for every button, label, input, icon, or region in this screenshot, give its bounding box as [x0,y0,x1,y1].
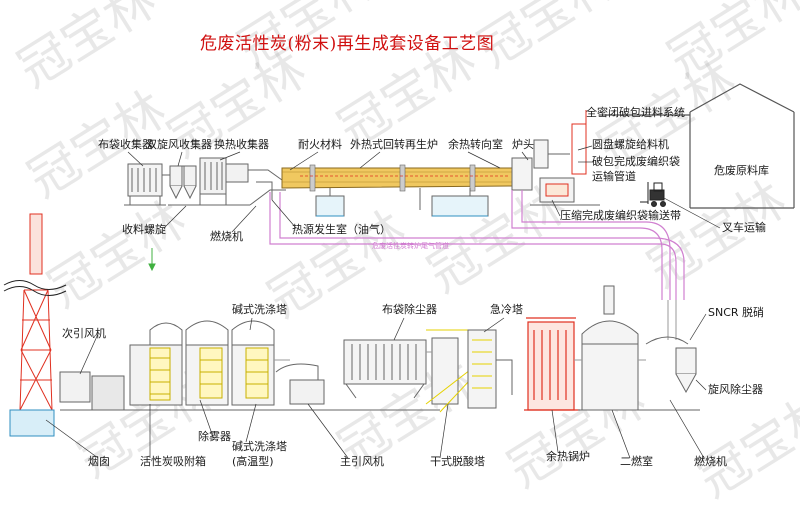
quench-tower [467,329,513,409]
label-refractory: 耐火材料 [298,138,342,151]
label-burner-lower: 燃烧机 [694,455,727,468]
kiln-supports [315,188,489,217]
label-forklift: 叉车运输 [722,221,766,234]
double-cyclone-unit [168,165,200,206]
label-demister: 除雾器 [198,430,231,443]
chimney [19,213,53,411]
rotary-kiln [281,164,515,192]
induced-fan-unit [59,371,130,411]
label-sncr: SNCR 脱硝 [708,306,765,319]
break-mark-icon [3,286,67,296]
label-burner-upper: 燃烧机 [210,230,243,243]
label-induced-fan: 次引风机 [62,327,106,340]
chimney-base [9,409,55,437]
cyclone-unit [640,336,700,411]
label-main-fan: 主引风机 [340,455,384,468]
label-heat-source-room: 热源发生室（油气） [292,223,391,236]
furnace-head-unit [511,110,600,206]
label-carbon-box: 活性炭吸附箱 [140,455,206,468]
label-bag-dust: 布袋除尘器 [382,303,437,316]
label-compress-conveyor: 压缩完成废编织袋输送带 [560,209,681,222]
label-rotary-kiln: 外热式回转再生炉 [350,138,438,151]
label-double-cyclone: 双旋风收集器 [146,138,212,151]
label-furnace-head: 炉头 [512,138,534,151]
diagram-drawing [3,83,795,437]
label-caustic-high-2: (高温型) [232,455,274,468]
break-mark-icon [3,280,67,290]
waste-heat-boiler [524,317,580,411]
second-chamber-unit [578,285,644,411]
bag-dust-unit [340,339,440,411]
label-disc-screw-feeder: 圆盘螺旋给料机 [592,138,669,151]
label-second-chamber: 二燃室 [620,455,653,468]
dry-deacid-tower [425,329,471,413]
label-waste-heat-room: 余热转向室 [448,138,503,151]
process-diagram: 冠宝林 冠宝林 冠宝林 冠宝林 冠宝林 冠宝林 冠宝林 冠宝林 冠宝林 冠宝林 … [3,0,800,509]
label-bag-collector: 布袋收集器 [98,138,153,151]
label-quench-tower: 急冷塔 [490,303,523,316]
label-collect-screw: 收料螺旋 [122,223,166,236]
label-cyclone-dust: 旋风除尘器 [708,383,763,396]
label-waste-boiler: 余热锅炉 [546,450,590,463]
main-fan-unit [275,363,340,411]
page-title: 危废活性炭(粉末)再生成套设备工艺图 [200,34,495,54]
label-pipe-note: 危废活性炭转炉尾气管道 [372,242,449,250]
exhaust-pipe [269,190,685,300]
label-caustic-tower: 碱式洗涤塔 [232,303,287,316]
flue-duct [274,351,646,361]
label-dry-deacid: 干式脱酸塔 [430,455,485,468]
label-sealed-feed-system: 全密闭破包进料系统 [586,106,685,119]
bag-collector-unit [124,163,186,206]
feed-chute [248,169,286,206]
label-hazwaste-storage: 危废原料库 [714,164,769,177]
label-heat-exchange-collector: 换热收集器 [214,138,269,151]
flow-arrow [148,248,156,272]
label-woven-bag-pipe-2: 运输管道 [592,170,636,183]
label-woven-bag-pipe: 破包完成废编织袋 [592,155,680,168]
carbon-box-unit [129,344,183,406]
pipe-vertical [667,300,677,340]
label-caustic-high: 碱式洗涤塔 [232,440,287,453]
heat-exchange-collector-unit [198,157,250,206]
forklift-icon [640,182,666,207]
label-chimney: 烟囱 [88,455,110,468]
